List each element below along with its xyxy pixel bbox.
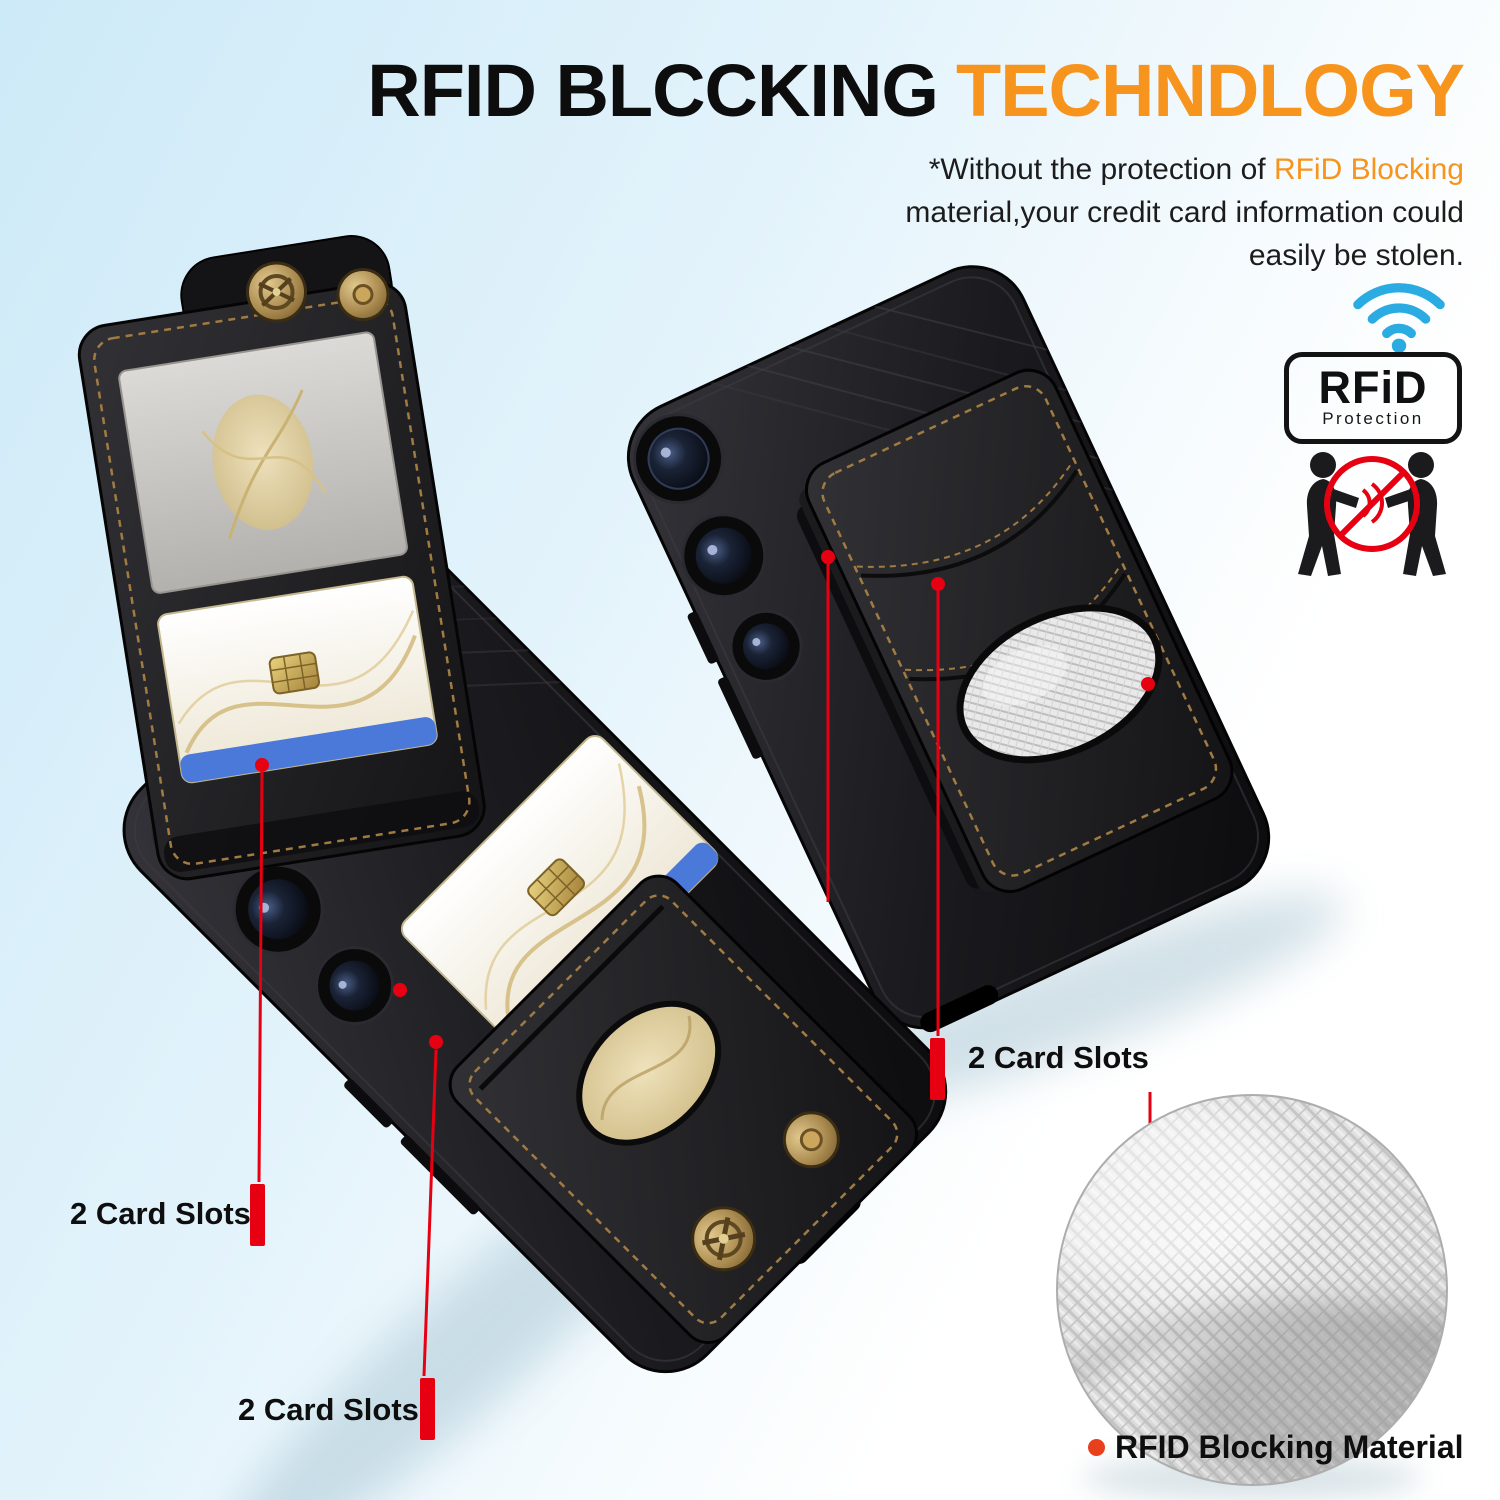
panel-window — [576, 1000, 722, 1146]
side-button — [344, 1079, 393, 1128]
material-label-text: RFID Blocking Material — [1115, 1429, 1464, 1465]
pickpocket-figure-left — [1298, 452, 1359, 576]
desc-line1-prefix: *Without the protection of — [928, 153, 1274, 186]
description: *Without the protection of RFiD Blocking… — [905, 148, 1464, 277]
callout-label-right: 2 Card Slots — [968, 1040, 1149, 1075]
prohibition-circle — [1324, 456, 1420, 552]
callout-bar — [420, 1378, 435, 1440]
camera-lens — [633, 413, 725, 505]
desc-line-2: material,your credit card information co… — [905, 196, 1464, 229]
callout-label-left-lower: 2 Card Slots — [238, 1392, 419, 1427]
camera-lens — [729, 609, 803, 683]
desc-line-3: easily be stolen. — [1248, 239, 1464, 272]
brass-snap — [246, 261, 308, 323]
brass-snap — [336, 268, 390, 322]
id-card — [118, 331, 408, 594]
callout-lines — [250, 550, 1155, 1440]
rfid-wallet — [796, 368, 1234, 893]
no-pickpocket-icon — [1298, 452, 1446, 576]
side-button — [718, 676, 763, 759]
callout-line — [422, 1049, 438, 1377]
charging-port — [920, 985, 999, 1033]
stitching — [821, 385, 1218, 877]
camera-lens — [315, 946, 395, 1026]
pickpocket-figure-right — [1385, 452, 1446, 576]
camera-lens — [232, 863, 324, 955]
right-phone-case — [626, 265, 1271, 1033]
rfid-badge-title: RFiD — [1318, 362, 1428, 413]
card-slot-panel — [448, 874, 919, 1344]
desc-line1-accent: RFiD Blocking — [1273, 153, 1464, 186]
card-slot-seam — [860, 469, 1079, 578]
callout-dot — [255, 758, 269, 772]
card-slot-seam — [478, 904, 665, 1091]
material-bullet-dot — [1088, 1439, 1105, 1456]
rfid-badge-subtitle: Protection — [1322, 409, 1424, 428]
wallet-flap — [77, 235, 486, 881]
camera-lens — [681, 513, 767, 599]
material-label: RFID Blocking Material — [1088, 1429, 1464, 1466]
credit-card — [157, 575, 438, 784]
card-chip — [527, 858, 586, 917]
desc-line-1: *Without the protection of RFiD Blocking — [905, 148, 1464, 191]
stitching — [468, 894, 899, 1325]
callout-label-left-upper: 2 Card Slots — [70, 1196, 251, 1231]
title-orange: TECHNDLOGY — [956, 49, 1465, 132]
callout-dot — [931, 577, 945, 591]
callout-dot — [393, 983, 407, 997]
side-button — [687, 611, 719, 664]
callout-bar — [930, 1038, 945, 1100]
title-black: RFID BLCCKING — [367, 49, 939, 132]
callout-line — [257, 771, 264, 1183]
brass-snap — [782, 1111, 840, 1169]
callout-dot — [429, 1035, 443, 1049]
wifi-icon — [1353, 283, 1445, 353]
callout-bar — [250, 1184, 265, 1246]
prohibition-slash — [1337, 469, 1407, 539]
rfid-mesh-window — [956, 604, 1163, 764]
stitching — [92, 296, 471, 866]
card-chip — [268, 651, 321, 695]
callout-dot — [821, 550, 835, 564]
rfid-badge: RFiD Protection — [1284, 352, 1462, 444]
shadow-right-phone — [816, 893, 1344, 1107]
signal-arc — [1370, 482, 1385, 524]
brass-snap — [691, 1206, 757, 1272]
side-button — [400, 1135, 480, 1215]
flap-hinge — [163, 791, 480, 872]
callout-dot — [1141, 677, 1155, 691]
